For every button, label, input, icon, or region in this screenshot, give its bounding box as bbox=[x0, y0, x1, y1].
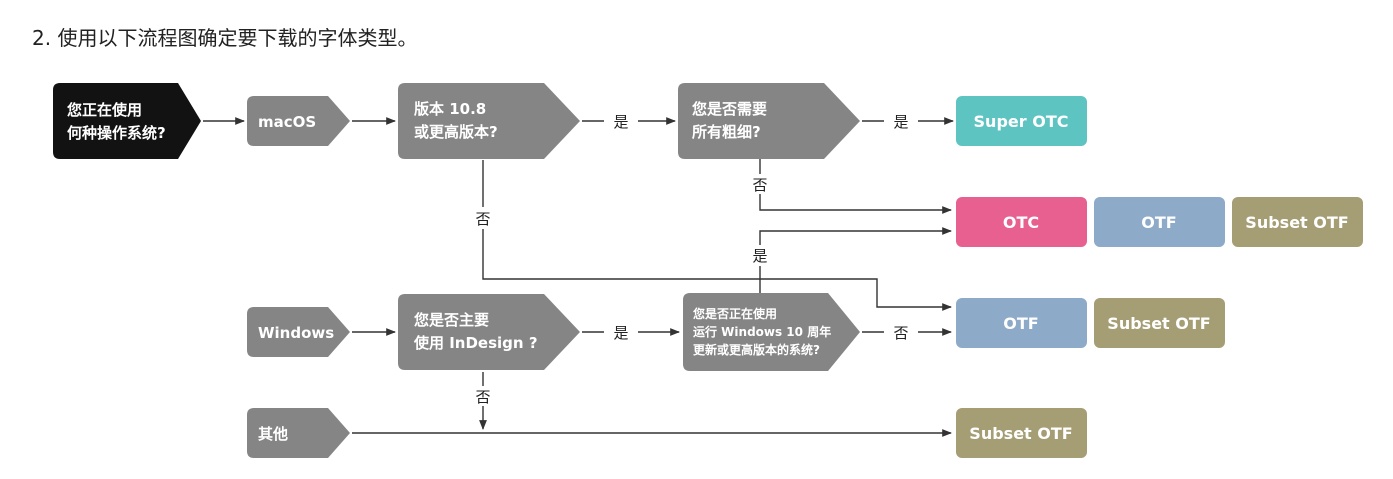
label-version-yes: 是 bbox=[613, 113, 628, 131]
node-start-line2: 何种操作系统? bbox=[67, 124, 166, 142]
node-other-label: 其他 bbox=[258, 425, 288, 443]
node-win-version-line3: 更新或更高版本的系统? bbox=[693, 342, 820, 357]
node-mac-version: 版本 10.8 或更高版本? bbox=[398, 83, 580, 159]
label-version-no: 否 bbox=[475, 210, 490, 228]
label-indesign-yes: 是 bbox=[613, 324, 628, 342]
result-otf-b-shape bbox=[956, 298, 1087, 348]
result-otc: OTC bbox=[956, 197, 1087, 247]
node-start: 您正在使用 何种操作系统? bbox=[53, 83, 201, 159]
node-windows-shape bbox=[247, 307, 350, 357]
node-mac-version-shape bbox=[398, 83, 580, 159]
node-mac-version-line2: 或更高版本? bbox=[414, 123, 498, 141]
result-subset-otf-c-shape bbox=[956, 408, 1087, 458]
result-otf-a: OTF bbox=[1094, 197, 1225, 247]
connector-labels: 是 是 否 否 是 是 否 否 bbox=[475, 113, 908, 406]
result-otf-b: OTF bbox=[956, 298, 1087, 348]
node-need-weights-line1: 您是否需要 bbox=[691, 100, 767, 118]
node-need-weights: 您是否需要 所有粗细? bbox=[678, 83, 860, 159]
node-macos: macOS bbox=[247, 96, 350, 146]
label-indesign-no: 否 bbox=[475, 388, 490, 406]
result-super-otc: Super OTC bbox=[956, 96, 1087, 146]
connector-lines bbox=[203, 117, 954, 437]
result-otc-label: OTC bbox=[1003, 213, 1039, 232]
result-otf-b-label: OTF bbox=[1003, 314, 1038, 333]
node-start-shape bbox=[53, 83, 201, 159]
node-other-shape bbox=[247, 408, 350, 458]
label-winversion-yes: 是 bbox=[752, 247, 767, 265]
node-win-version-shape bbox=[683, 293, 860, 371]
node-macos-label: macOS bbox=[258, 113, 316, 131]
result-otf-a-label: OTF bbox=[1141, 213, 1176, 232]
result-super-otc-label: Super OTC bbox=[974, 112, 1069, 131]
node-macos-shape bbox=[247, 96, 350, 146]
result-subset-otf-a: Subset OTF bbox=[1232, 197, 1363, 247]
node-indesign-line2: 使用 InDesign ? bbox=[413, 334, 538, 352]
result-subset-otf-b-label: Subset OTF bbox=[1107, 314, 1210, 333]
label-weights-yes: 是 bbox=[893, 113, 908, 131]
node-other: 其他 bbox=[247, 408, 350, 458]
result-subset-otf-b-shape bbox=[1094, 298, 1225, 348]
arrow-winversion-yes-to-otc bbox=[759, 227, 952, 245]
node-windows-label: Windows bbox=[258, 324, 334, 342]
node-mac-version-line1: 版本 10.8 bbox=[414, 100, 486, 118]
node-need-weights-line2: 所有粗细? bbox=[692, 123, 761, 141]
result-super-otc-shape bbox=[956, 96, 1087, 146]
node-windows: Windows bbox=[247, 307, 350, 357]
result-subset-otf-c-label: Subset OTF bbox=[969, 424, 1072, 443]
node-win-version-line2: 运行 Windows 10 周年 bbox=[693, 324, 831, 339]
result-otf-a-shape bbox=[1094, 197, 1225, 247]
node-need-weights-shape bbox=[678, 83, 860, 159]
node-indesign-line1: 您是否主要 bbox=[413, 311, 489, 329]
result-subset-otf-c: Subset OTF bbox=[956, 408, 1087, 458]
result-subset-otf-b: Subset OTF bbox=[1094, 298, 1225, 348]
label-weights-no: 否 bbox=[752, 176, 767, 194]
result-subset-otf-a-label: Subset OTF bbox=[1245, 213, 1348, 232]
node-indesign: 您是否主要 使用 InDesign ? bbox=[398, 294, 580, 370]
arrow-weights-no-to-otc bbox=[759, 194, 952, 214]
node-indesign-shape bbox=[398, 294, 580, 370]
result-subset-otf-a-shape bbox=[1232, 197, 1363, 247]
node-win-version-line1: 您是否正在使用 bbox=[693, 306, 777, 321]
page-heading: 2. 使用以下流程图确定要下载的字体类型。 bbox=[32, 26, 418, 50]
label-winversion-no: 否 bbox=[893, 324, 908, 342]
node-start-line1: 您正在使用 bbox=[66, 101, 142, 119]
arrow-version-no-to-otf bbox=[482, 229, 952, 311]
node-win-version: 您是否正在使用 运行 Windows 10 周年 更新或更高版本的系统? bbox=[683, 293, 860, 371]
result-otc-shape bbox=[956, 197, 1087, 247]
